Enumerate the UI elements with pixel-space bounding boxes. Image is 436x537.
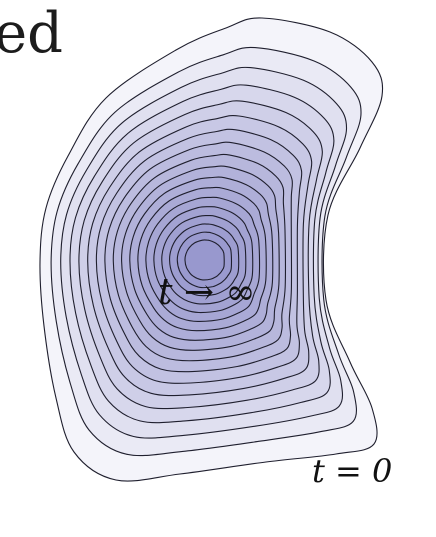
flow-curve-7: [104, 141, 293, 373]
flow-curve-0: [39, 17, 384, 482]
flow-curve-2: [60, 66, 348, 439]
limit-label: t → ∞: [158, 272, 256, 313]
flow-curve-15: [169, 223, 240, 297]
evolving-curves-group: [39, 17, 384, 482]
flow-curve-13: [153, 206, 254, 314]
flow-curve-1: [50, 46, 362, 457]
flow-curve-14: [161, 214, 247, 305]
flow-curve-10: [129, 176, 274, 341]
cropped-title-text: ed: [0, 1, 63, 66]
initial-time-label: t = 0: [312, 452, 393, 490]
flow-curve-5: [87, 114, 313, 397]
flow-curve-11: [137, 186, 267, 332]
flow-curve-9: [121, 165, 280, 351]
flow-curve-12: [145, 196, 261, 322]
flow-curve-17: [184, 239, 225, 281]
flow-curve-6: [95, 128, 303, 384]
flow-curve-8: [112, 153, 286, 362]
